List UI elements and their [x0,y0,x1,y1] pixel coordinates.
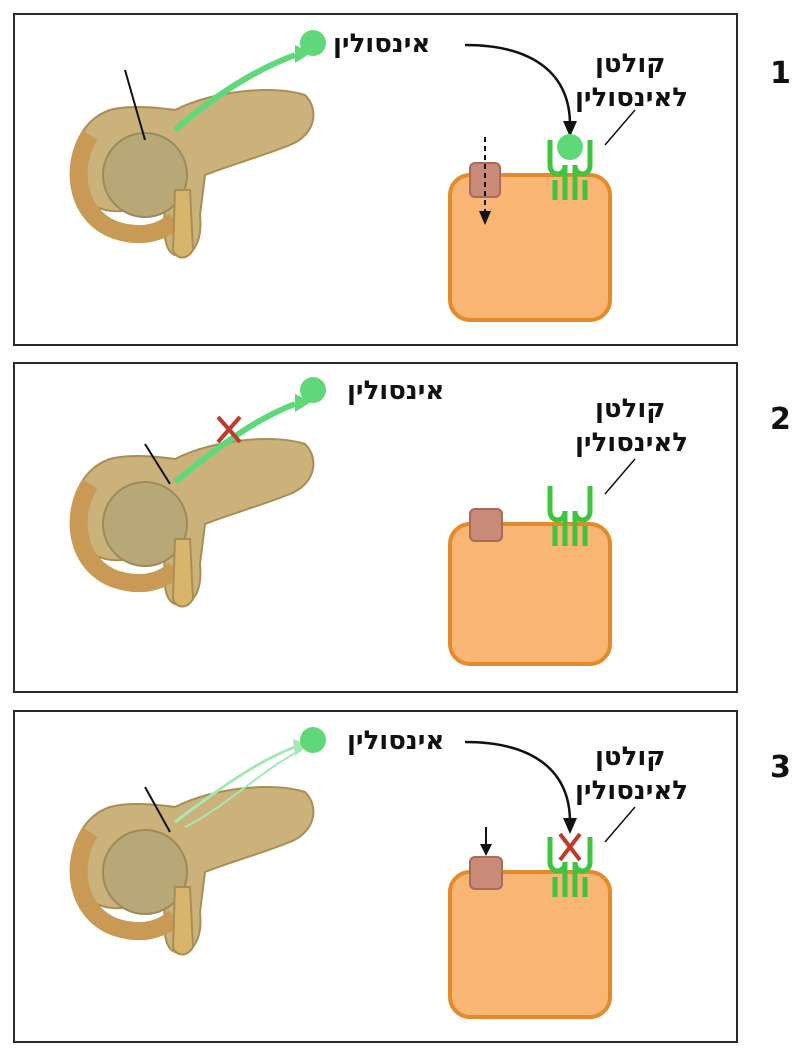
receptor-label-line2: לאינסולין [575,428,689,458]
insulin-receptor [547,140,593,200]
cell-body [448,522,612,666]
panel-1-illustration [69,30,636,322]
panel-2-illustration [69,377,636,666]
label-pointer-line [604,109,636,146]
pancreas-illustration [69,89,315,259]
panel-3-illustration [69,727,636,1019]
panel-number-1: 1 [770,56,791,91]
pancreas-illustration [69,438,315,608]
receptor-label-line1: קולטן [595,742,666,772]
glucose-channel [469,508,503,542]
blocked-cross-icon [216,415,242,444]
insulin-molecule [300,30,326,56]
reduced-secretion-arrow [174,745,296,824]
binding-arrow [464,43,572,126]
glucose-channel [469,162,501,198]
panel-number-3: 3 [770,750,791,785]
cell-body [448,870,612,1019]
receptor-label-line1: קולטן [595,394,666,424]
pointer-line [144,443,171,485]
insulin-molecule [300,377,326,403]
insulin-molecule [300,727,326,753]
insulin-receptor [547,837,593,897]
glucose-channel [469,856,503,890]
label-pointer-line [604,458,636,495]
label-pointer-line [604,806,636,843]
panel-2: אינסולין קולטן לאינסולין [13,362,738,693]
bound-insulin-molecule [557,134,583,160]
pancreas-illustration [69,786,315,956]
insulin-label: אינסולין [347,376,445,406]
receptor-label-line2: לאינסולין [575,776,689,806]
receptor-label-line1: קולטן [595,49,666,79]
insulin-receptor [547,486,593,546]
pointer-line [124,69,146,141]
receptor-blocked-cross-icon [558,832,582,862]
receptor-label-line2: לאינסולין [575,83,689,113]
insulin-label: אינסולין [347,726,445,756]
binding-arrow [464,740,572,823]
panel-3: אינסולין קולטן לאינסולין [13,710,738,1043]
insulin-label: אינסולין [333,29,431,59]
secretion-arrow [173,52,297,133]
pointer-line [144,786,171,833]
panel-number-2: 2 [770,402,791,437]
panel-1: אינסולין קולטן לאינסולין [13,13,738,346]
